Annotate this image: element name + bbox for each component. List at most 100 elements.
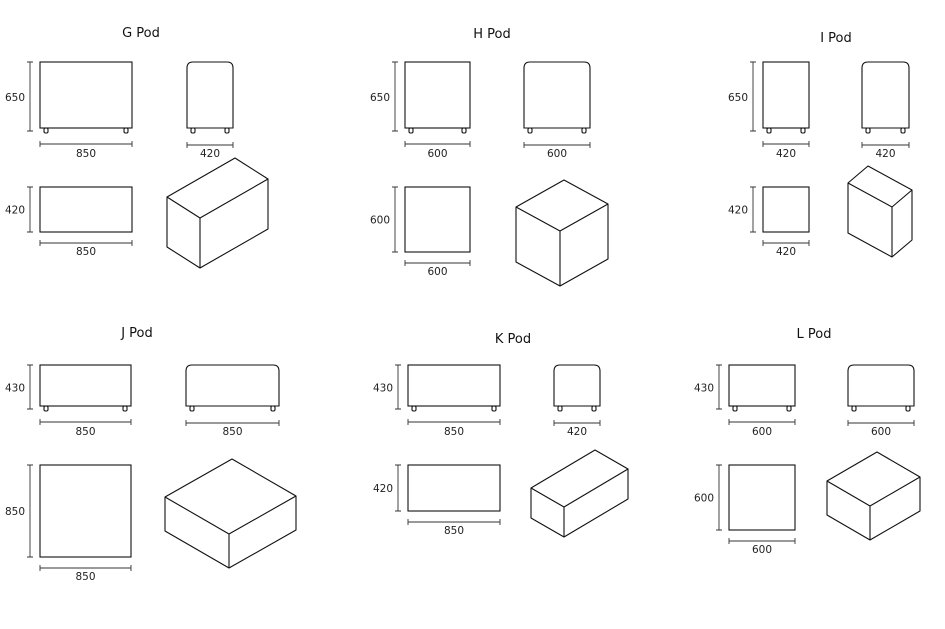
leg: [270, 405, 276, 412]
front-view: [762, 61, 810, 129]
pod-title: K Pod: [495, 332, 531, 347]
width-dimension-line: [39, 565, 132, 571]
width-dimension-line: [404, 260, 471, 266]
leg: [491, 405, 497, 412]
width-dimension-line: [407, 419, 501, 425]
isometric-view: [166, 157, 269, 269]
front-view: [39, 61, 133, 129]
top-view: [39, 464, 132, 558]
side-width-label: 420: [875, 148, 895, 160]
height-dimension-line: [716, 364, 722, 410]
width-dimension-line: [39, 141, 133, 147]
width-dimension-line: [728, 419, 796, 425]
width-dimension-line: [728, 538, 796, 544]
height-dimension-line: [395, 464, 401, 512]
isometric-view: [826, 451, 921, 541]
top-height-label: 600: [370, 215, 390, 227]
side-view: [523, 61, 591, 129]
height-dimension-line: [392, 186, 398, 253]
side-view: [186, 61, 234, 129]
top-view: [762, 186, 810, 233]
width-dimension-line: [861, 142, 910, 148]
top-height-label: 600: [694, 493, 714, 505]
leg: [732, 405, 738, 412]
side-width-label: 600: [871, 426, 891, 438]
top-height-label: 420: [5, 205, 25, 217]
width-dimension-line: [39, 419, 132, 425]
side-view: [553, 364, 601, 407]
front-width-label: 420: [776, 148, 796, 160]
top-width-label: 420: [776, 246, 796, 258]
leg: [190, 127, 196, 134]
width-dimension-line: [523, 142, 591, 148]
leg: [557, 405, 563, 412]
leg: [122, 405, 128, 412]
front-height-label: 650: [728, 92, 748, 104]
leg: [408, 127, 414, 134]
isometric-view: [164, 458, 297, 569]
width-dimension-line: [407, 519, 501, 525]
width-dimension-line: [762, 240, 810, 246]
pod-title: G Pod: [122, 26, 160, 41]
top-view: [404, 186, 471, 253]
leg: [43, 405, 49, 412]
side-width-label: 420: [567, 426, 587, 438]
width-dimension-line: [185, 420, 280, 426]
side-view: [847, 364, 915, 407]
height-dimension-line: [392, 61, 398, 132]
leg: [900, 127, 906, 134]
height-dimension-line: [27, 364, 33, 410]
height-dimension-line: [750, 61, 756, 132]
top-height-label: 850: [5, 506, 25, 518]
front-height-label: 430: [694, 383, 714, 395]
front-view: [39, 364, 132, 407]
isometric-view: [530, 449, 629, 538]
height-dimension-line: [750, 186, 756, 233]
front-width-label: 850: [444, 426, 464, 438]
front-height-label: 430: [373, 383, 393, 395]
height-dimension-line: [27, 186, 33, 233]
leg: [786, 405, 792, 412]
leg: [224, 127, 230, 134]
top-height-label: 420: [728, 205, 748, 217]
side-view: [185, 364, 280, 407]
top-view: [407, 464, 501, 512]
pod-title: J Pod: [120, 326, 153, 341]
height-dimension-line: [27, 61, 33, 132]
side-width-label: 420: [200, 148, 220, 160]
leg: [527, 127, 533, 134]
top-view: [728, 464, 796, 531]
side-view: [861, 61, 910, 129]
front-width-label: 850: [76, 148, 96, 160]
leg: [581, 127, 587, 134]
top-width-label: 600: [427, 266, 447, 278]
leg: [766, 127, 772, 134]
front-width-label: 600: [427, 148, 447, 160]
leg: [851, 405, 857, 412]
width-dimension-line: [762, 141, 810, 147]
width-dimension-line: [186, 142, 234, 148]
top-height-label: 420: [373, 483, 393, 495]
leg: [461, 127, 467, 134]
leg: [591, 405, 597, 412]
isometric-view: [847, 165, 913, 258]
isometric-view: [515, 179, 609, 287]
height-dimension-line: [27, 464, 33, 558]
leg: [905, 405, 911, 412]
width-dimension-line: [847, 420, 915, 426]
front-view: [407, 364, 501, 407]
top-width-label: 600: [752, 544, 772, 556]
side-width-label: 600: [547, 148, 567, 160]
leg: [123, 127, 129, 134]
side-width-label: 850: [222, 426, 242, 438]
front-width-label: 850: [75, 426, 95, 438]
leg: [865, 127, 871, 134]
top-width-label: 850: [75, 571, 95, 583]
front-width-label: 600: [752, 426, 772, 438]
